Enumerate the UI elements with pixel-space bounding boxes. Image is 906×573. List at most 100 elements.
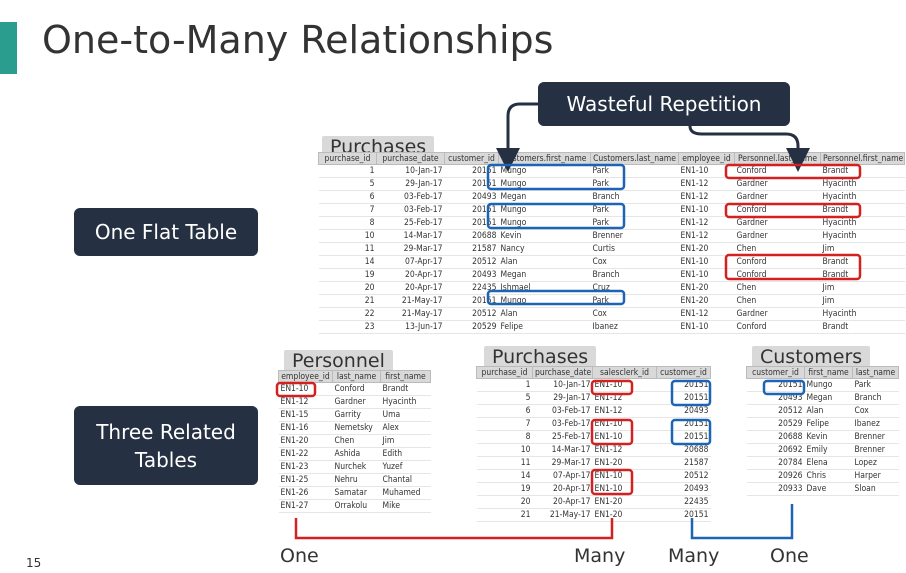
table-cell: Alex <box>380 421 431 435</box>
table-cell: 20933 <box>746 482 805 496</box>
table-cell: 7 <box>476 417 533 431</box>
table-cell: 20512 <box>746 404 805 418</box>
table-cell: 29-Mar-17 <box>532 456 593 470</box>
table-cell: EN1-22 <box>278 447 333 461</box>
table-cell: EN1-20 <box>678 242 735 256</box>
purchases-highlight-red-2 <box>590 418 634 446</box>
purchases-highlight-red-1 <box>590 379 634 396</box>
flat-highlight-red-row-1 <box>724 163 862 180</box>
waste-arrow-left <box>496 102 538 172</box>
table-cell: EN1-12 <box>592 443 657 457</box>
table-cell: Hyacinth <box>820 229 905 243</box>
table-cell: 20493 <box>656 404 711 418</box>
table-cell: 20-Apr-17 <box>532 482 593 496</box>
table-cell: 29-Jan-17 <box>532 391 593 405</box>
table-cell: EN1-20 <box>678 281 735 295</box>
table-cell: Park <box>590 177 679 191</box>
flat-table-header-cell: purchase_date <box>376 152 445 165</box>
table-cell: 10-Jan-17 <box>532 378 593 392</box>
table-cell: Nemetsky <box>332 421 381 435</box>
purchases-table-header-cell: salesclerk_id <box>592 366 657 379</box>
table-cell: EN1-10 <box>678 255 735 269</box>
caption-one-right: One <box>770 545 809 567</box>
flat-highlight-blue-row-11 <box>486 289 626 306</box>
callout-three-related-tables: Three Related Tables <box>74 406 258 485</box>
purchases-table-header-cell: customer_id <box>656 366 711 379</box>
table-cell: Conford <box>734 320 821 334</box>
purchases-table-tab: Purchases <box>484 346 597 368</box>
table-cell: 23 <box>318 320 377 334</box>
table-cell: 20692 <box>746 443 805 457</box>
flat-table-header-cell: customer_id <box>444 152 499 165</box>
table-cell: Park <box>852 378 899 392</box>
table-cell: Brenner <box>852 430 899 444</box>
table-cell: Alan <box>498 307 591 321</box>
table-cell: 20512 <box>444 307 499 321</box>
table-cell: EN1-27 <box>278 499 333 513</box>
personnel-table-tab: Personnel <box>284 350 393 372</box>
table-cell: Samatar <box>332 486 381 500</box>
table-cell: 21587 <box>656 456 711 470</box>
callout-one-flat-table-label: One Flat Table <box>94 220 238 244</box>
table-cell: Mungo <box>498 203 591 217</box>
table-cell: EN1-15 <box>278 408 333 422</box>
table-cell: Conford <box>734 255 821 269</box>
table-cell: 20529 <box>444 320 499 334</box>
relationship-line-red <box>294 518 614 540</box>
table-cell: Mungo <box>804 378 853 392</box>
customers-table-header-cell: last_name <box>852 366 899 379</box>
table-cell: Brenner <box>590 229 679 243</box>
table-cell: 22435 <box>656 495 711 509</box>
table-cell: Gardner <box>734 177 821 191</box>
table-cell: 20688 <box>656 443 711 457</box>
flat-table-header-cell: Personnel.first_name <box>820 152 905 165</box>
table-cell: 13-Jun-17 <box>376 320 445 334</box>
table-cell: 20-Apr-17 <box>532 495 593 509</box>
personnel-table-header-cell: first_name <box>380 370 431 383</box>
table-cell: Chris <box>804 469 853 483</box>
callout-three-related-tables-label: Three Related Tables <box>96 419 236 472</box>
customers-table-header-cell: first_name <box>804 366 853 379</box>
table-cell: Hyacinth <box>820 216 905 230</box>
table-cell: 20-Apr-17 <box>376 281 445 295</box>
table-cell: Ashida <box>332 447 381 461</box>
table-cell: 20151 <box>444 177 499 191</box>
table-cell: 07-Apr-17 <box>376 255 445 269</box>
table-cell: 10-Jan-17 <box>376 164 445 178</box>
table-cell: 20688 <box>444 229 499 243</box>
table-cell: Cox <box>590 255 679 269</box>
table-cell: Branch <box>590 268 679 282</box>
table-cell: 20512 <box>656 469 711 483</box>
callout-one-flat-table: One Flat Table <box>74 208 258 256</box>
table-cell: 14-Mar-17 <box>376 229 445 243</box>
table-cell: Brandt <box>820 255 905 269</box>
table-cell: 20151 <box>444 203 499 217</box>
table-cell: Gardner <box>734 216 821 230</box>
table-cell: 20151 <box>444 294 499 308</box>
table-cell: Emily <box>804 443 853 457</box>
table-cell: 21-May-17 <box>532 508 593 522</box>
table-cell: Conford <box>332 382 381 396</box>
purchases-highlight-blue-2 <box>670 418 712 446</box>
table-cell: Gardner <box>734 229 821 243</box>
table-cell: Megan <box>498 268 591 282</box>
table-cell: 6 <box>476 404 533 418</box>
customers-table-tab: Customers <box>752 346 871 368</box>
table-cell: 22435 <box>444 281 499 295</box>
table-cell: 03-Feb-17 <box>532 404 593 418</box>
